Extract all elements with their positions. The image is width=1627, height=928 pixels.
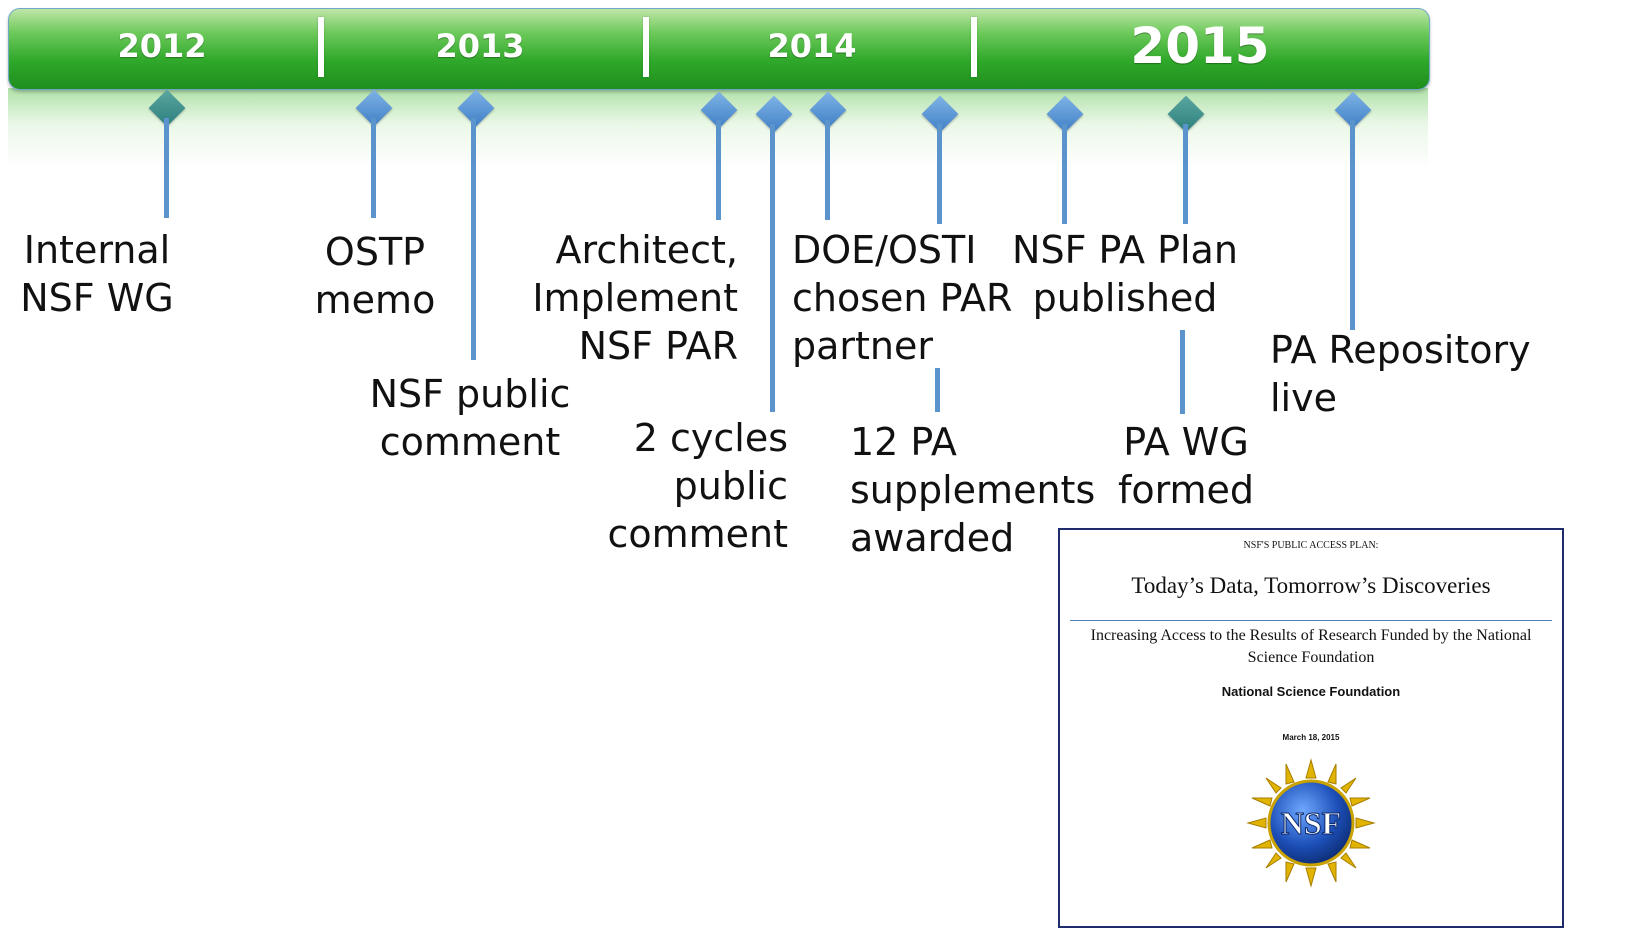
event-architect-implement: Architect, Implement NSF PAR xyxy=(532,228,738,368)
year-divider xyxy=(971,17,977,77)
year-2015: 2015 xyxy=(1130,17,1270,75)
event-pa-supplements: 12 PA supplements awarded xyxy=(850,420,1096,560)
timeline-stem xyxy=(471,118,476,360)
public-access-plan-document: NSF'S PUBLIC ACCESS PLAN: Today’s Data, … xyxy=(1058,528,1564,928)
year-2014: 2014 xyxy=(767,27,857,65)
event-two-cycles-public-comment: 2 cycles public comment xyxy=(607,416,788,556)
year-divider xyxy=(643,17,649,77)
nsf-logo-icon: NSF xyxy=(1246,758,1376,888)
event-ostp-memo: OSTP memo xyxy=(314,230,436,322)
timeline-stem xyxy=(716,120,721,220)
timeline-stem xyxy=(937,124,942,224)
document-header: NSF'S PUBLIC ACCESS PLAN: xyxy=(1243,540,1379,551)
event-pa-repository-live: PA Repository live xyxy=(1270,328,1531,420)
timeline-stem xyxy=(1183,124,1188,224)
document-title: Today’s Data, Tomorrow’s Discoveries xyxy=(1131,573,1491,598)
event-internal-nsf-wg: Internal NSF WG xyxy=(20,228,174,320)
timeline-stem xyxy=(371,118,376,218)
event-pa-wg-formed: PA WG formed xyxy=(1117,420,1255,512)
timeline-stem xyxy=(164,118,169,218)
nsf-logo-text: NSF xyxy=(1281,805,1341,841)
timeline-stem xyxy=(1062,124,1067,224)
document-divider xyxy=(1070,620,1552,621)
year-divider xyxy=(318,17,324,77)
timeline-stem xyxy=(935,368,940,412)
year-2012: 2012 xyxy=(117,27,207,65)
event-nsf-pa-plan-published: NSF PA Plan published xyxy=(1012,228,1238,320)
document-date: March 18, 2015 xyxy=(1282,733,1340,742)
timeline-stem xyxy=(770,124,775,412)
document-organization: National Science Foundation xyxy=(1221,684,1401,699)
timeline-stem xyxy=(1350,120,1355,330)
document-subtitle: Increasing Access to the Results of Rese… xyxy=(1090,627,1532,666)
timeline-stem xyxy=(1180,330,1185,414)
timeline-stem xyxy=(825,120,830,220)
event-doe-osti-partner: DOE/OSTI chosen PAR partner xyxy=(792,228,1013,368)
year-2013: 2013 xyxy=(435,27,525,65)
timeline-bar xyxy=(8,8,1430,90)
event-nsf-public-comment: NSF public comment xyxy=(369,372,571,464)
